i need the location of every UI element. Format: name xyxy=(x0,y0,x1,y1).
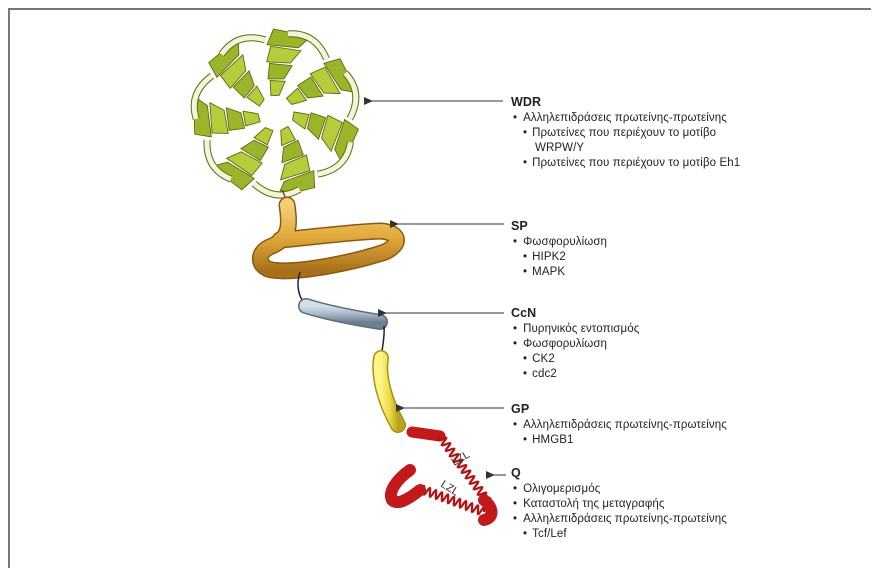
sp-item: MAPK xyxy=(511,265,607,280)
wdr-item: Πρωτείνες που περιέχουν το μοτίβο xyxy=(511,126,740,141)
q-item: Tcf/Lef xyxy=(511,527,727,542)
wdr-blade xyxy=(286,59,357,119)
wdr-item: Αλληλεπιδράσεις πρωτείνης-πρωτείνης xyxy=(511,111,740,126)
wdr-item: WRPW/Y xyxy=(511,141,740,156)
sp-item: HIPK2 xyxy=(511,250,607,265)
ccn-item: CK2 xyxy=(511,352,639,367)
ccn-item: Πυρηνικός εντοπισμός xyxy=(511,322,639,337)
wdr-strand xyxy=(226,108,244,131)
q-item: Αλληλεπιδράσεις πρωτείνης-πρωτείνης xyxy=(511,512,727,527)
q-title: Q xyxy=(511,466,727,481)
ccn-item: cdc2 xyxy=(511,367,639,382)
wdr-strand xyxy=(210,103,228,134)
ccn-item: Φωσφορυλίωση xyxy=(511,337,639,352)
q-item: Καταστολή της μεταγραφής xyxy=(511,497,727,512)
gp-title: GP xyxy=(511,402,727,417)
wdr-strand xyxy=(268,63,292,78)
gp-item: HMGB1 xyxy=(511,433,727,448)
gp-annotation: GP Αλληλεπιδράσεις πρωτείνης-πρωτείνης H… xyxy=(511,402,727,448)
gp-item: Αλληλεπιδράσεις πρωτείνης-πρωτείνης xyxy=(511,418,727,433)
wdr-strand xyxy=(270,81,285,96)
wdr-blade xyxy=(209,38,265,106)
q-annotation: Q Ολιγομερισμός Καταστολή της μεταγραφής… xyxy=(511,466,727,542)
ccn-title: CcN xyxy=(511,306,639,321)
q-helix-end-right xyxy=(484,500,492,520)
wdr-strand xyxy=(293,112,309,129)
wdr-strand xyxy=(267,46,301,63)
wdr-blade xyxy=(207,128,273,190)
sp-title: SP xyxy=(511,219,607,234)
gp-domain-tube-fill xyxy=(380,358,398,425)
q-helix-start xyxy=(412,432,440,436)
ccn-annotation: CcN Πυρηνικός εντοπισμός Φωσφορυλίωση CK… xyxy=(511,306,639,382)
sp-annotation: SP Φωσφορυλίωση HIPK2 MAPK xyxy=(511,219,607,280)
sp-item: Φωσφορυλίωση xyxy=(511,235,607,250)
wdr-item: Πρωτείνες που περιέχουν το μοτίβο Eh1 xyxy=(511,156,740,171)
q-item: Ολιγομερισμός xyxy=(511,482,727,497)
wdr-strand xyxy=(243,111,260,126)
wdr-annotation: WDR Αλληλεπιδράσεις πρωτείνης-πρωτείνης … xyxy=(511,95,740,171)
wdr-title: WDR xyxy=(511,95,740,110)
wdr-blade xyxy=(267,29,327,96)
wdr-propeller xyxy=(194,29,359,197)
q-helix-end-left xyxy=(391,470,420,502)
